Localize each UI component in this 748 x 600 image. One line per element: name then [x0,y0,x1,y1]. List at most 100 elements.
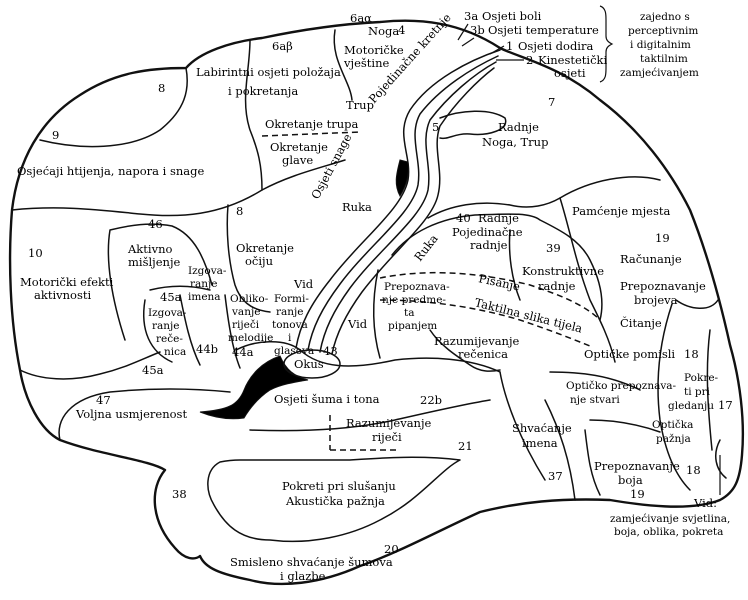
label-prepoznavanje-boja-1: Prepoznavanje [594,459,680,473]
label-motoricki-2: aktivnosti [34,288,91,302]
label-opticko-prepoznavanje-1: Optičko prepoznava- [566,379,677,392]
label-prepoznavanje-predmeta-3: pipanjem [388,320,437,332]
label-18-2: 18 [686,463,701,477]
region-22-border [249,399,491,432]
label-opticka-paznja-1: Optička [652,418,693,431]
label-19-1: 19 [655,231,670,245]
label-vid-bottom-1: zamjećivanje svjetlina, [610,512,730,525]
label-3a: 3a [464,9,478,23]
label-prepoznavanje-brojeva-1: Prepoznavanje [620,279,706,293]
label-prepoznavanje-predmeta-2: ta [404,307,414,319]
region-18-border [657,299,719,491]
label-pojedinacne-radnje-1: Pojedinačne [452,225,523,239]
label-formiranje-1: ranje [276,306,304,318]
region-tactile-recognition-border [373,269,381,359]
label-6ab: 6aβ [272,39,293,53]
central-sulcus-2 [307,55,499,351]
label-okretanje-glave-2: glave [282,153,313,167]
label-vid-1: Vid [293,277,314,291]
label-8-top: 8 [158,81,165,95]
region-9-bottom-border [11,159,346,217]
label-konstruktivne-2: radnje [538,279,576,293]
word-divider [329,415,400,451]
label-prepoznavanje-predmeta-0: Prepoznava- [384,281,450,293]
label-2: 2 [526,53,533,67]
label-20: 20 [384,542,399,556]
label-osjeti-temperature: Osjeti temperature [488,23,599,37]
label-6aa: 6aα [350,11,372,25]
region-46-border [107,223,213,341]
label-izgova-1: Izgova- [188,265,227,277]
region-40-39-border [391,213,603,321]
label-10: 10 [28,246,43,260]
sylvian-fissure [199,355,309,420]
label-noga: Noga [368,24,399,38]
label-shvacanje-2: imena [522,436,558,450]
label-osjeti-dodira: Osjeti dodira [518,39,593,53]
label-44b: 44b [196,342,218,356]
label-oblikovanje-3: melodije [228,332,273,344]
label-4: 4 [398,23,405,37]
label-okretanje-ociju-1: Okretanje [236,241,294,255]
label-konstruktivne-1: Konstruktivne [522,264,604,278]
central-sulcus-4 [331,67,495,355]
label-vid-2: Vid [347,317,368,331]
label-formiranje-0: Formi- [274,293,309,305]
label-pokreti-slusanju-2: Akustička pažnja [285,494,385,508]
trunk-divider [261,131,361,137]
region-8-top-border [39,67,188,148]
label-vid-bottom-0: Vid: [693,496,717,510]
label-smisleno-1: Smisleno shvaćanje šumova [230,555,393,569]
region-47-border [58,388,231,441]
label-osjeti-boli: Osjeti boli [482,9,542,23]
label-pamcenje: Pamćenje mjesta [572,204,670,218]
label-citanje: Čitanje [620,316,662,330]
region-10-border [19,351,161,380]
label-3b: 3b [470,23,485,37]
region-5-shape [439,110,507,140]
label-labirintni-1: Labirintni osjeti položaja [196,65,341,79]
region-17-border [706,329,727,479]
region-19-border [559,197,616,363]
label-izgova-3: imena [188,291,221,303]
label-prepoznavanje-predmeta-1: nje predme- [382,294,446,306]
label-izgovaranje-recenica-0: Izgova- [148,307,187,319]
label-zajedno-0: zajedno s [640,11,690,23]
label-1: 1 [506,39,513,53]
label-aktivno-2: mišljenje [128,255,181,269]
label-39: 39 [546,241,561,255]
label-pokreti-slusanju-1: Pokreti pri slušanju [282,479,396,493]
label-38: 38 [172,487,187,501]
label-motoricki-1: Motorički efekti [20,275,114,289]
region-sentence-border [429,329,501,372]
label-motoricke-2: vještine [343,56,389,70]
label-motoricke-1: Motoričke [344,43,404,57]
label-okretanje-glave-1: Okretanje [270,140,328,154]
label-45a-2: 45a [142,363,164,377]
label-okretanje-trupa: Okretanje trupa [265,117,358,131]
label-zajedno-1: perceptivnim [628,25,698,37]
label-formiranje-3: i [288,332,292,344]
region-8-mid-border [226,204,271,313]
label-prepoznavanje-boja-2: boja [618,473,643,487]
label-17: 17 [718,398,733,412]
label-radnje-noga-2: Noga, Trup [482,135,548,149]
label-osjecaji: Osjećaji htijenja, napora i snage [17,164,205,178]
label-razumijevanje-recenica-2: rečenica [458,347,508,361]
label-pokreti-gledanju-1: ti pri [684,386,711,398]
label-40: 40 [456,211,471,225]
label-shvacanje-1: Shvaćanje [512,421,572,435]
label-izgova-2: ranje [190,278,218,290]
label-okus: Okus [294,357,324,371]
label-pokreti-gledanju-0: Pokre- [684,372,719,384]
label-zajedno-2: i digitalnim [630,39,691,51]
tactile-divider [379,299,591,347]
region-optic-recognition-border [549,371,661,496]
label-voljna: Voljna usmjerenost [75,407,187,421]
central-sulcus-ink [395,159,409,198]
label-ruka-1: Ruka [342,200,372,214]
label-18-1: 18 [684,347,699,361]
label-pojedinacne-radnje-2: radnje [470,238,508,252]
label-21: 21 [458,439,473,453]
